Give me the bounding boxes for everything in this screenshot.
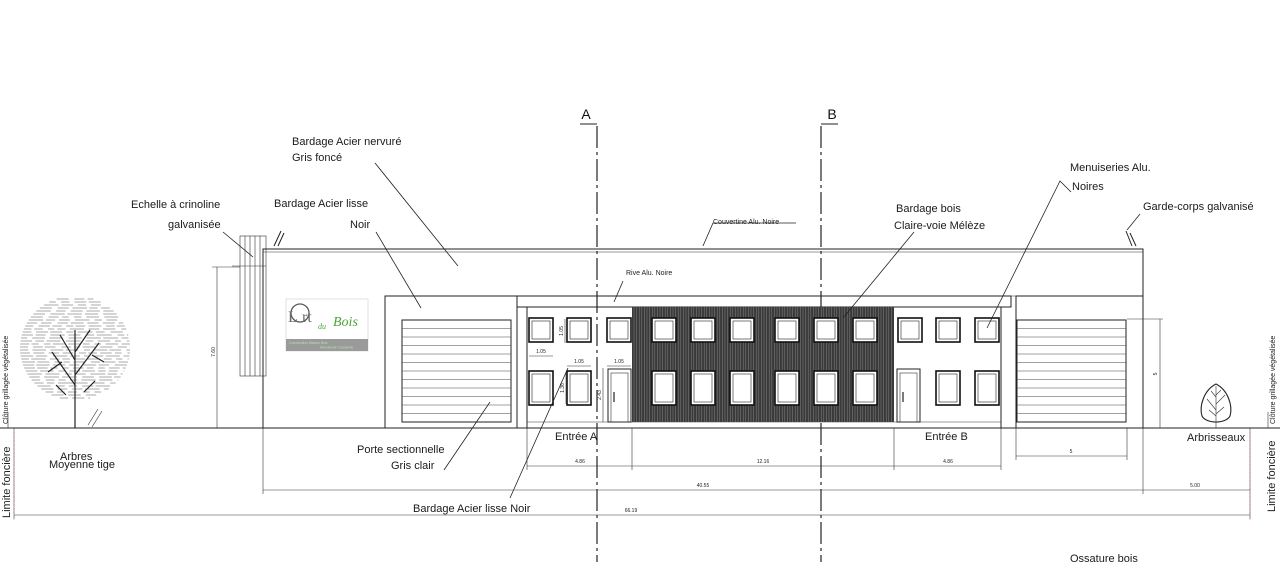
- entry-door-a: [607, 368, 632, 423]
- company-logo: L rt du Bois Construction Maison Bois Me…: [285, 298, 369, 352]
- window: [897, 317, 923, 343]
- svg-text:2.43: 2.43: [597, 390, 603, 400]
- window: [852, 370, 878, 406]
- dim-chain-2: 40.55 5.00: [262, 428, 1250, 494]
- window: [935, 317, 961, 343]
- window-dimensions: 1.05 1.05 1.05 1.05 1.36 2.43: [529, 319, 631, 422]
- label-cloture-left: Clôture grillagée végétalisée: [3, 336, 10, 424]
- window: [566, 317, 592, 343]
- svg-text:4.86: 4.86: [575, 459, 585, 465]
- window: [606, 317, 632, 343]
- window: [729, 370, 755, 406]
- label-moyenne-tige: Moyenne tige: [49, 459, 115, 471]
- window: [651, 317, 677, 343]
- window: [651, 370, 677, 406]
- logo-tagline-2: Menuiserie Charpente: [320, 346, 353, 350]
- section-label-b: B: [827, 106, 836, 122]
- dim-chain-1: 4.86 12.16 4.86: [526, 428, 1002, 470]
- window: [690, 317, 716, 343]
- svg-text:5.00: 5.00: [1190, 483, 1200, 489]
- window: [813, 370, 839, 406]
- window: [528, 370, 554, 406]
- svg-text:5: 5: [1070, 449, 1073, 455]
- label-echelle: Echelle à crinoline: [131, 199, 220, 211]
- guardrail-right: [1125, 230, 1137, 247]
- label-cloture-right: Clôture grillagée végétalisée: [1270, 336, 1277, 424]
- svg-text:1.36: 1.36: [560, 383, 566, 393]
- label-menuiseries: Menuiseries Alu.: [1070, 162, 1151, 174]
- label-porte-sectionnelle: Porte sectionnelle: [357, 444, 444, 456]
- section-label-a: A: [581, 106, 591, 122]
- label-limite-fonciere-right: Limite foncière: [1266, 440, 1278, 512]
- logo-rt: rt: [302, 309, 312, 326]
- label-bardage-acier-lisse: Bardage Acier lisse: [274, 198, 368, 210]
- label-bardage-acier-nervure: Bardage Acier nervuré: [292, 136, 401, 148]
- label-gris-clair: Gris clair: [391, 460, 435, 472]
- sectional-door-left: [401, 319, 512, 423]
- tree-left: [20, 298, 130, 428]
- label-bardage-bois: Bardage bois: [896, 203, 961, 215]
- label-galvanisee: galvanisée: [168, 219, 221, 231]
- logo-tagline-1: Construction Maison Bois: [289, 341, 328, 345]
- logo-bois: Bois: [333, 315, 358, 330]
- dim-height-5: 5: [1127, 318, 1163, 428]
- svg-text:66.19: 66.19: [625, 508, 638, 514]
- fence-posts: [7, 412, 1269, 428]
- svg-text:12.16: 12.16: [757, 459, 770, 465]
- label-couvertine: Couvertine Alu. Noire: [713, 219, 779, 226]
- label-garde-corps: Garde-corps galvanisé: [1143, 201, 1254, 213]
- window: [974, 317, 1000, 343]
- label-claire-voie: Claire-voie Mélèze: [894, 220, 985, 232]
- label-arbres: Arbres: [60, 451, 93, 463]
- svg-text:40.55: 40.55: [697, 483, 710, 489]
- entry-door-b: [896, 368, 921, 423]
- svg-text:1.05: 1.05: [559, 326, 565, 336]
- label-arbrisseaux: Arbrisseaux: [1187, 432, 1246, 444]
- svg-text:4.86: 4.86: [943, 459, 953, 465]
- window: [935, 370, 961, 406]
- window: [852, 317, 878, 343]
- sectional-door-right: [1016, 319, 1127, 423]
- label-noires: Noires: [1072, 181, 1104, 193]
- dim-760-label: 7.60: [211, 347, 217, 357]
- label-entree-a: Entrée A: [555, 431, 598, 443]
- guardrail-left: [273, 230, 285, 247]
- dim-door-5: 5: [1015, 428, 1128, 460]
- label-noir: Noir: [350, 219, 371, 231]
- window: [729, 317, 755, 343]
- window: [813, 317, 839, 343]
- label-entree-b: Entrée B: [925, 431, 968, 443]
- dim-5-label: 5: [1153, 372, 1159, 375]
- dim-height-760: 7.60: [211, 266, 240, 428]
- label-rive: Rive Alu. Noire: [626, 270, 672, 277]
- logo-du: du: [318, 322, 326, 331]
- leader-lines: [222, 162, 1141, 499]
- label-bardage-acier-lisse-noir: Bardage Acier lisse Noir: [413, 503, 531, 515]
- window: [566, 370, 592, 406]
- svg-text:1.05: 1.05: [536, 349, 546, 355]
- window: [774, 370, 800, 406]
- label-limite-fonciere-left: Limite foncière: [1, 446, 13, 518]
- window: [774, 317, 800, 343]
- label-ossature-bois: Ossature bois: [1070, 553, 1138, 562]
- window: [528, 317, 554, 343]
- window: [690, 370, 716, 406]
- svg-text:1.05: 1.05: [614, 359, 624, 365]
- ladder: [232, 235, 267, 377]
- logo-letter: L: [288, 309, 298, 326]
- shrub-right: [1200, 383, 1232, 428]
- label-gris-fonce: Gris foncé: [292, 152, 342, 164]
- window: [974, 370, 1000, 406]
- section-line-a: A: [580, 106, 598, 562]
- svg-text:1.05: 1.05: [574, 359, 584, 365]
